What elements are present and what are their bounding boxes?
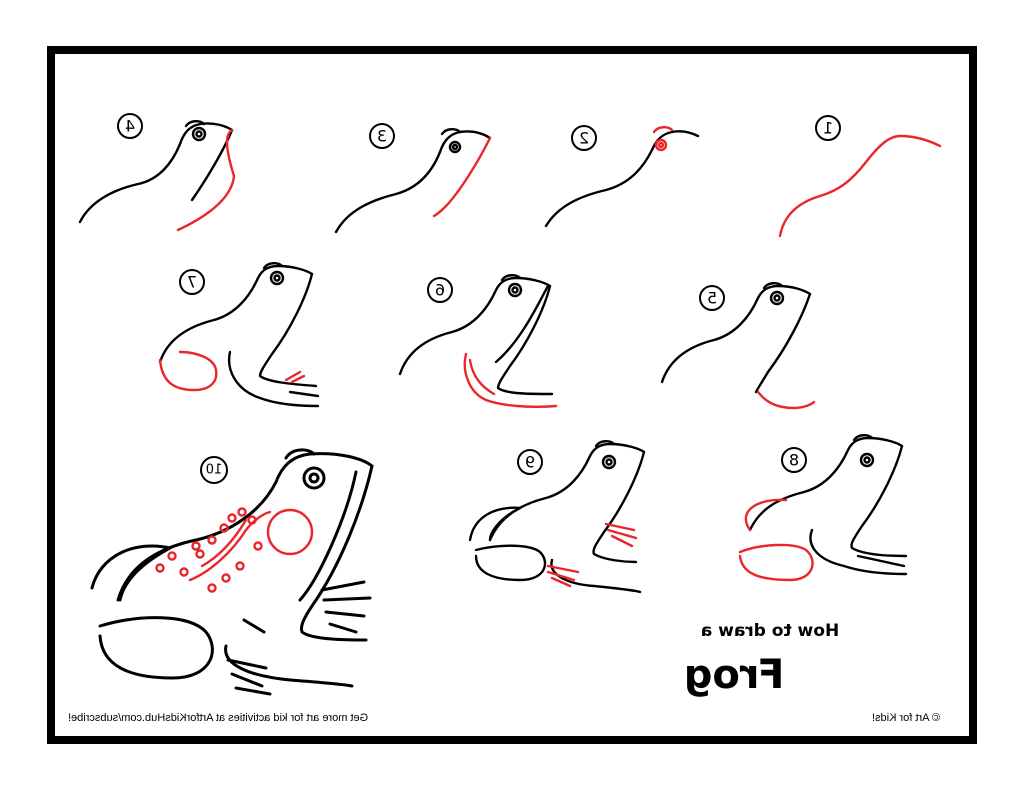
step-2-drawing bbox=[544, 126, 700, 228]
step-badge-6: 6 bbox=[427, 277, 453, 303]
footer-left-text: Get more art for kid activities at Artfo… bbox=[68, 712, 369, 724]
step-number-8: 8 bbox=[789, 451, 799, 470]
step-badge-4: 4 bbox=[117, 113, 143, 139]
step-number-5: 5 bbox=[707, 289, 717, 308]
step-badge-3: 3 bbox=[369, 123, 395, 149]
step-5-drawing bbox=[660, 282, 816, 410]
step-number-6: 6 bbox=[435, 281, 445, 300]
footer-right: © Art for Kids! bbox=[872, 712, 940, 724]
step-6-drawing bbox=[398, 274, 558, 408]
step-1-drawing bbox=[778, 134, 942, 238]
footer-right-text: © Art for Kids! bbox=[872, 712, 941, 724]
step-badge-5: 5 bbox=[699, 285, 725, 311]
step-8-drawing bbox=[738, 434, 908, 582]
title-line-1: How to draw a bbox=[701, 621, 839, 641]
footer-left: Get more art for kid activities at Artfo… bbox=[68, 712, 368, 724]
step-number-7: 7 bbox=[187, 273, 197, 292]
step-number-2: 2 bbox=[579, 129, 589, 148]
step-badge-7: 7 bbox=[179, 269, 205, 295]
step-number-1: 1 bbox=[823, 119, 833, 138]
step-badge-2: 2 bbox=[571, 125, 597, 151]
step-badge-1: 1 bbox=[815, 115, 841, 141]
step-number-3: 3 bbox=[377, 127, 387, 146]
step-badge-8: 8 bbox=[781, 447, 807, 473]
step-7-drawing bbox=[158, 262, 320, 408]
step-9-drawing bbox=[468, 440, 646, 594]
step-4-drawing bbox=[78, 120, 236, 232]
title-line-2: Frog bbox=[684, 652, 785, 698]
step-number-4: 4 bbox=[125, 117, 135, 136]
step-number-9: 9 bbox=[525, 453, 535, 472]
step-number-10: 10 bbox=[206, 463, 223, 478]
step-badge-9: 9 bbox=[517, 449, 543, 475]
step-10-drawing bbox=[90, 448, 374, 696]
step-badge-10: 10 bbox=[200, 456, 228, 484]
step-3-drawing bbox=[334, 128, 492, 234]
